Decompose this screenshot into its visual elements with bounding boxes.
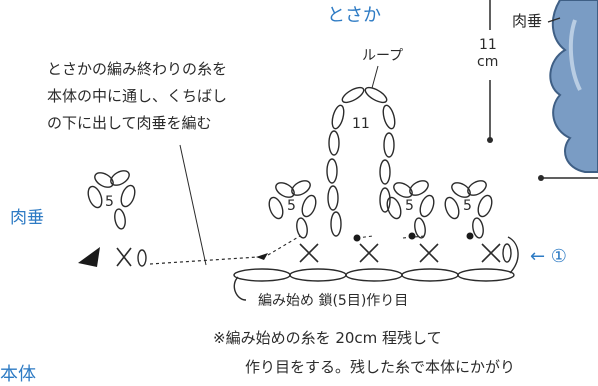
start-caption: 編み始め 鎖(5目)作り目 xyxy=(258,293,408,309)
wattle-top-label: 肉垂 xyxy=(512,12,542,30)
petal-3 xyxy=(444,180,493,239)
row1-sc-stitches xyxy=(299,243,501,263)
note-pointer xyxy=(179,144,207,266)
wattle-side-label: 肉垂 xyxy=(10,208,44,228)
row-1-marker: ← ① xyxy=(530,246,567,267)
petal-1 xyxy=(268,180,317,239)
note-line-1: とさかの編み終わりの糸を xyxy=(47,60,227,78)
measure-value: 11 xyxy=(479,37,497,53)
tosaka-title: とさか xyxy=(327,5,381,26)
wattle-top-pointer xyxy=(547,17,561,23)
petal2-join-dot xyxy=(408,232,416,240)
footnote-line-1: ※編み始めの糸を 20cm 程残して xyxy=(213,329,442,347)
loop-pointer xyxy=(371,65,379,89)
petal3-join-dot xyxy=(466,232,474,240)
wattle-sc-stitch xyxy=(116,247,132,267)
petal-2 xyxy=(386,180,435,239)
wattle-chain-stitch xyxy=(137,249,147,267)
row1-turning-chain xyxy=(502,243,512,263)
note-line-2: 本体の中に通し、くちばし xyxy=(47,87,227,105)
foundation-chain xyxy=(233,236,519,301)
body-label: 本体 xyxy=(0,364,36,385)
loop-count: 11 xyxy=(352,116,370,132)
start-triangle-marker xyxy=(78,247,100,267)
wattle-petal xyxy=(87,170,136,230)
loop-join-dot xyxy=(353,234,361,242)
petal-2-count: 5 xyxy=(405,198,414,214)
measurement-11cm: 11 cm xyxy=(477,0,498,143)
measure-unit: cm xyxy=(477,54,498,70)
right-pointer-line xyxy=(538,175,598,181)
note-line-3: の下に出して肉垂を編む xyxy=(47,114,212,132)
petal-1-count: 5 xyxy=(287,198,296,214)
petal-connectors xyxy=(267,235,426,256)
footnote-line-2: 作り目をする。残した糸で本体にかがり xyxy=(245,358,515,376)
yarn-path-dashed xyxy=(149,256,259,265)
loop-label: ループ xyxy=(362,48,403,64)
rooster-motif-illustration xyxy=(549,0,598,173)
wattle-chain-count: 5 xyxy=(105,194,114,210)
yarn-join-marker xyxy=(256,253,268,260)
petal-3-count: 5 xyxy=(463,198,472,214)
tall-loop xyxy=(326,86,396,237)
